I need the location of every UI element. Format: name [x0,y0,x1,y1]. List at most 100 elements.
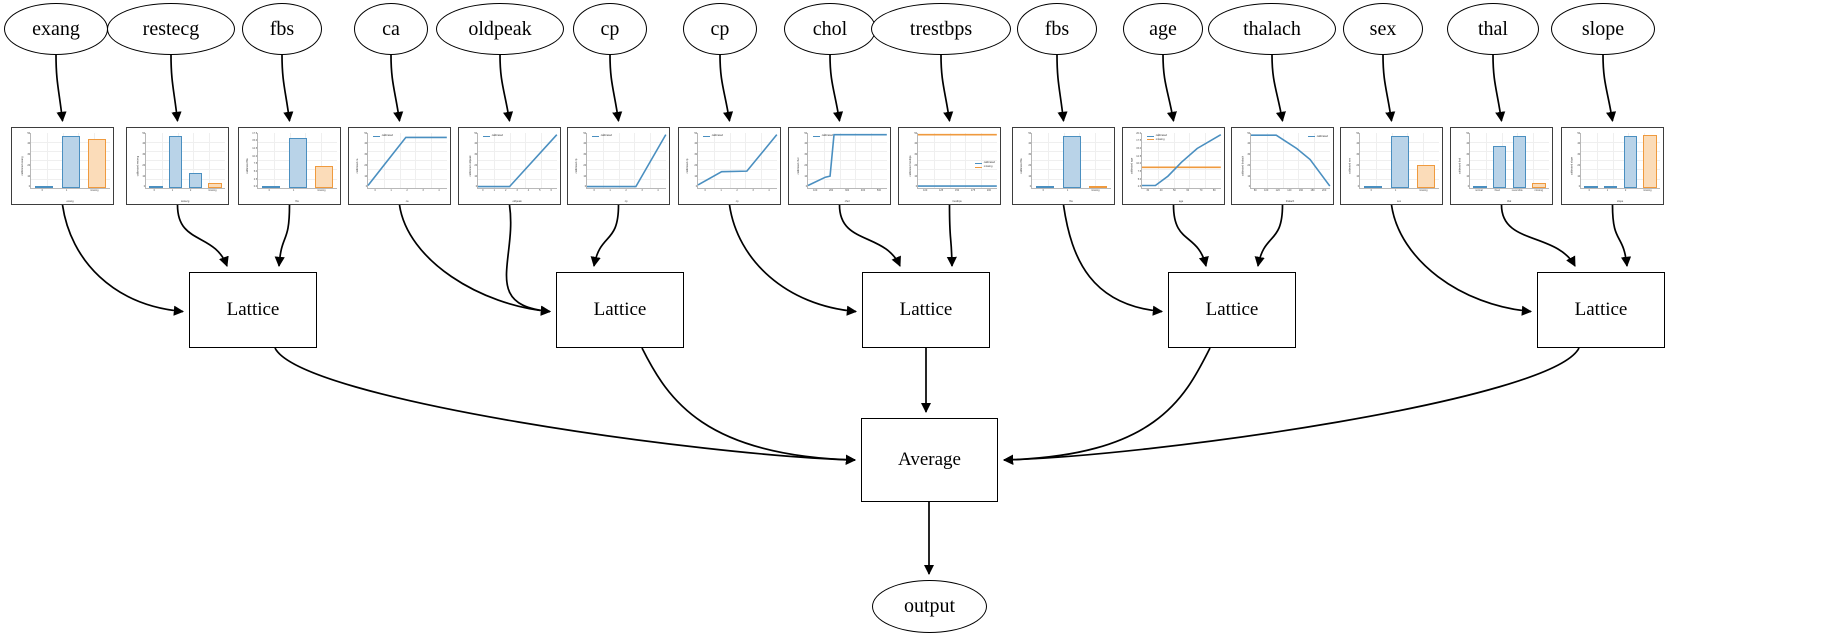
x-tick-label: reversible [1511,188,1523,192]
y-axis-label: calibrated restecg [136,155,140,177]
gridline-vertical [1298,132,1300,188]
lattice-node-4[interactable]: Lattice [1168,272,1296,348]
x-tick-label: 0 [374,188,376,192]
x-tick-label: 50 [1173,188,1176,192]
feature-node-thal[interactable]: thal [1447,3,1539,55]
gridline-vertical [1612,132,1614,188]
feature-node-exang[interactable]: exang [4,3,108,55]
feature-node-fbs[interactable]: fbs [242,3,322,55]
feature-node-cp[interactable]: cp [573,3,647,55]
lattice-node-1[interactable]: Lattice [189,272,317,348]
calibration-curve [698,133,777,188]
x-tick-label: fixed [1494,188,1500,192]
x-axis-label: fbs [1069,200,1073,203]
x-axis-label: oldpeak [512,200,522,203]
y-tick-label: 40 [694,142,698,146]
edge-lattice-to-average-lattice-4 [1002,347,1211,465]
y-tick-label: 7.5 [253,162,258,166]
legend-entry: calibrated [1147,134,1167,138]
legend-entry: calibrated [703,134,723,138]
y-tick-label: 20 [1577,163,1581,167]
lattice-node-5[interactable]: Lattice [1537,272,1665,348]
y-tick-label: 30 [364,153,368,157]
feature-node-age[interactable]: age [1123,3,1203,55]
y-tick-label: 0 [1248,185,1251,189]
plot-legend: calibrated [373,134,393,138]
y-tick-label: 30 [142,153,146,157]
x-tick-label: 120 [1275,188,1280,192]
feature-node-cp2[interactable]: cp [683,3,757,55]
gridline-horizontal [368,150,447,152]
bar-1 [288,138,307,188]
y-tick-label: 20 [1356,163,1360,167]
gridline-horizontal [587,160,666,162]
feature-node-ca[interactable]: ca [354,3,428,55]
gridline-vertical [855,132,857,188]
feature-node-chol[interactable]: chol [784,3,876,55]
legend-swatch-icon [592,135,600,137]
gridline-horizontal [1142,141,1221,143]
feature-node-restecg[interactable]: restecg [107,3,235,55]
output-node[interactable]: output [872,580,987,633]
y-axis-label: calibrated cp [574,158,578,174]
y-axis-label: calibrated thalach [1241,155,1245,177]
average-node[interactable]: Average [861,418,998,502]
x-tick-label: 2 [189,188,192,192]
gridline-vertical [761,132,763,188]
calibration-curve [1142,133,1221,188]
x-tick-label: 200 [986,188,992,192]
average-node-label: Average [898,449,961,470]
feature-node-fbs2[interactable]: fbs [1017,3,1097,55]
gridline-horizontal [1251,178,1330,180]
gridline-vertical [399,132,401,188]
feature-node-sex[interactable]: sex [1343,3,1423,55]
gridline-horizontal [1470,160,1549,162]
lattice-node-3[interactable]: Lattice [862,272,990,348]
x-tick-label: 100 [923,188,928,192]
x-axis-label: restecg [180,200,190,203]
y-tick-label: 5.0 [1137,177,1142,181]
gridline-vertical [933,132,935,188]
gridline-horizontal [1251,160,1330,162]
bar-2 [1416,164,1435,188]
feature-node-trestbps[interactable]: trestbps [871,3,1011,55]
bar-3 [208,183,222,188]
feature-node-label: age [1149,17,1177,40]
gridline-horizontal [1581,178,1660,180]
x-tick-label: 200 [1322,188,1327,192]
legend-label: calibrated [983,161,995,165]
gridline-vertical [1189,132,1191,188]
lattice-node-2[interactable]: Lattice [556,272,684,348]
edge-lattice-to-average-lattice-5 [1002,347,1580,465]
x-tick-label: 40 [1159,188,1163,192]
gridline-horizontal [368,169,447,171]
feature-node-slope[interactable]: slope [1551,3,1655,55]
gridline-vertical [823,132,825,188]
gridline-vertical [1596,132,1598,188]
x-tick-label: 0 [268,188,270,192]
feature-node-thalach[interactable]: thalach [1208,3,1336,55]
feature-node-oldpeak[interactable]: oldpeak [436,3,564,55]
gridline-horizontal [1470,141,1549,143]
feature-node-label: thalach [1243,17,1301,40]
legend-entry: missing [975,165,995,169]
bar-0 [1584,185,1598,188]
